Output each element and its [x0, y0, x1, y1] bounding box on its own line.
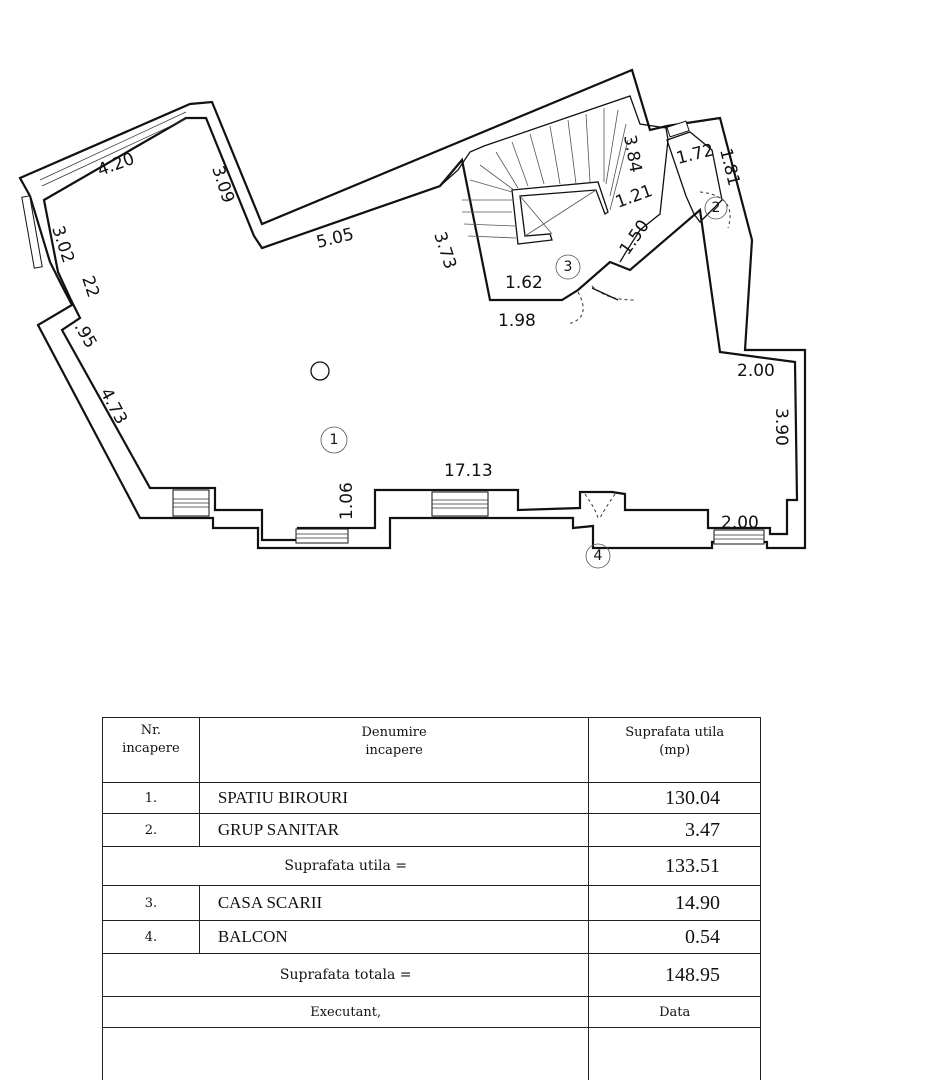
- dimension-label: 17.13: [444, 461, 493, 481]
- dimension-label: 1.81: [715, 146, 744, 188]
- table-row: 1. SPATIU BIROURI 130.04: [102, 782, 761, 814]
- room-area-table: Nr. incapere Denumire incapere Suprafata…: [101, 717, 761, 1080]
- dimension-label: 3.73: [429, 229, 460, 271]
- table-row: 4. BALCON 0.54: [102, 920, 761, 954]
- row-name: GRUP SANITAR: [198, 813, 590, 847]
- row-nr: 2.: [102, 813, 200, 847]
- window-south-4: [713, 529, 765, 545]
- balcony-door-swing: [599, 493, 616, 519]
- svg-text:2: 2: [712, 200, 721, 216]
- bathroom-window: [666, 120, 690, 138]
- window-top-left: [39, 111, 189, 187]
- outer-wall-outline: [18, 68, 807, 550]
- executant-label: Executant,: [101, 996, 590, 1028]
- stair-door-swing: [567, 291, 584, 325]
- subtotal-value: 133.51: [588, 846, 761, 886]
- header-area: Suprafata utila (mp): [588, 717, 761, 783]
- stair-room-wall: [439, 95, 669, 263]
- dimension-label: 4.20: [95, 149, 137, 181]
- row-name: SPATIU BIROURI: [198, 782, 590, 814]
- row-area: 3.47: [588, 813, 761, 847]
- row-area: 0.54: [588, 920, 761, 954]
- row-area: 130.04: [588, 782, 761, 814]
- dimension-label: 3.09: [207, 163, 238, 205]
- svg-text:3: 3: [564, 259, 573, 275]
- window-left-facade: [21, 195, 43, 269]
- row-nr: 4.: [102, 920, 200, 954]
- total-row: Suprafata totala = 148.95: [101, 953, 761, 997]
- inner-wall-outline: [42, 116, 799, 542]
- total-label: Suprafata totala =: [101, 953, 590, 997]
- subtotal-label: Suprafata utila =: [101, 846, 590, 886]
- stair-void-diagonal: [524, 189, 597, 237]
- balcony-door-swing: [584, 493, 599, 519]
- header-nr: Nr. incapere: [102, 717, 200, 783]
- executant-signature-cell: [101, 1027, 590, 1080]
- dimension-label: 1.21: [613, 181, 655, 213]
- row-area: 14.90: [588, 885, 761, 921]
- dimension-label: 1.62: [505, 273, 543, 293]
- room-marker-1: 1: [320, 426, 348, 454]
- stair-treads: [462, 108, 629, 239]
- header-name: Denumire incapere: [198, 717, 590, 783]
- svg-text:1: 1: [330, 432, 339, 448]
- dimension-label: 1.98: [498, 311, 536, 331]
- dimension-label: 3.90: [771, 408, 791, 446]
- signature-header-row: Executant, Data: [101, 996, 761, 1028]
- row-name: CASA SCARII: [198, 885, 590, 921]
- dimension-label: 2.00: [721, 513, 759, 533]
- dimension-label: 2.00: [737, 361, 775, 381]
- column-circle: [310, 361, 330, 381]
- table-header-row: Nr. incapere Denumire incapere Suprafata…: [102, 717, 761, 783]
- svg-text:4: 4: [594, 548, 603, 564]
- bathroom-wall: [666, 131, 723, 223]
- date-cell: [588, 1027, 761, 1080]
- window-south-2: [295, 528, 349, 544]
- row-nr: 3.: [102, 885, 200, 921]
- dimension-label: 4.73: [96, 385, 131, 428]
- stair-void-diagonal: [519, 195, 553, 235]
- table-row: 3. CASA SCARII 14.90: [102, 885, 761, 921]
- floor-plan: 1 2 3 4 4.20 3.09 3.02 22 .95 4.73 5.05 …: [18, 68, 807, 569]
- window-south-1: [172, 489, 210, 517]
- signature-blank-row: [101, 1027, 761, 1080]
- room-marker-4: 4: [585, 543, 611, 569]
- row-nr: 1.: [102, 782, 200, 814]
- window-south-3: [431, 491, 489, 517]
- room-marker-2: 2: [704, 196, 728, 220]
- total-value: 148.95: [588, 953, 761, 997]
- dimension-label: .95: [70, 319, 101, 352]
- room-marker-3: 3: [555, 254, 581, 280]
- bathroom-door-swing: [699, 191, 731, 229]
- subtotal-row: Suprafata utila = 133.51: [101, 846, 761, 886]
- dimension-label: 1.06: [337, 482, 357, 520]
- row-name: BALCON: [198, 920, 590, 954]
- table-row: 2. GRUP SANITAR 3.47: [102, 813, 761, 847]
- dimension-label: 3.84: [619, 133, 645, 174]
- dimension-label: 1.72: [674, 140, 716, 169]
- date-label: Data: [588, 996, 761, 1028]
- dimension-label: 22: [77, 273, 103, 300]
